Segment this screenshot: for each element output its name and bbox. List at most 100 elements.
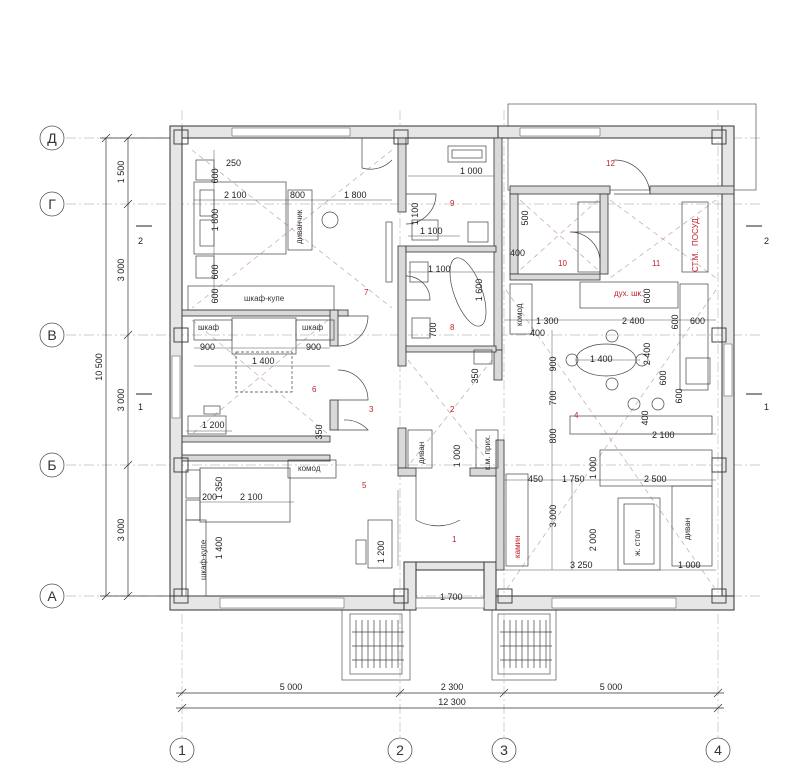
- axis-bubbles: Д Г В Б А 1 2 3 4: [39, 125, 731, 763]
- axis-label-col-1: 1: [178, 742, 186, 758]
- room-number-10: 10: [558, 259, 567, 268]
- dim-200: 200: [202, 492, 217, 502]
- dim-1000-a: 1 000: [460, 166, 483, 176]
- hall-furniture: [407, 429, 529, 567]
- dim-left-3000-b: 3 000: [116, 389, 126, 412]
- dim-700-b: 700: [548, 390, 558, 405]
- furniture-labels: шкаф-купе шкаф шкаф диванчик комод шкаф-…: [198, 209, 700, 580]
- structural-columns: [173, 129, 727, 604]
- dim-1000-b: 1 000: [452, 445, 462, 468]
- dim-left-1500: 1 500: [116, 161, 126, 184]
- dim-bottom-total: 12 300: [438, 697, 466, 707]
- bottom-dimension-chain: [176, 688, 724, 713]
- axis-label-row-d: Д: [47, 130, 57, 146]
- dim-left-3000-a: 3 000: [116, 259, 126, 282]
- dim-left-3000-c: 3 000: [116, 519, 126, 542]
- section-1-left: 1: [138, 402, 143, 412]
- dim-1600: 1 600: [474, 279, 484, 302]
- dim-350-b: 350: [470, 368, 480, 383]
- axis-label-row-a: А: [47, 588, 57, 604]
- dim-500: 500: [520, 210, 530, 225]
- label-zh-stol: ж. стол: [633, 529, 642, 556]
- room-numbers: 1 2 3 4 5 6 7 8 9 10 11 12: [312, 159, 661, 544]
- dim-900-c: 900: [548, 356, 558, 371]
- room-number-11: 11: [652, 259, 661, 268]
- dim-2100-a: 2 100: [224, 190, 247, 200]
- dim-400-c: 400: [640, 410, 650, 425]
- dim-2400-b: 2 400: [642, 343, 652, 366]
- room-number-12: 12: [606, 159, 615, 168]
- section-2-right: 2: [764, 236, 769, 246]
- label-kamin: камин: [513, 535, 522, 558]
- section-1-right: 1: [764, 402, 769, 412]
- label-shkaf-left: шкаф: [198, 323, 220, 332]
- dim-250: 250: [226, 158, 241, 168]
- dim-900-b: 900: [306, 342, 321, 352]
- terrace-outline: [507, 103, 757, 191]
- dim-1350: 1 350: [214, 477, 224, 500]
- dim-600-d: 600: [690, 316, 705, 326]
- label-komod-kitchen: комод: [515, 303, 524, 326]
- label-st-m: СТ.М.: [691, 251, 700, 272]
- bathroom-fixtures: [385, 145, 493, 365]
- room-number-5: 5: [362, 481, 367, 490]
- axis-label-col-3: 3: [500, 742, 508, 758]
- dim-2100-c: 2 100: [652, 430, 675, 440]
- dim-600-b: 600: [210, 264, 220, 279]
- room-number-8: 8: [450, 323, 455, 332]
- dim-left-total: 10 500: [94, 353, 104, 381]
- dim-bottom-5000-a: 5 000: [280, 682, 303, 692]
- dim-600-c: 600: [210, 288, 220, 303]
- dim-bottom-2300: 2 300: [441, 682, 464, 692]
- axis-label-col-2: 2: [396, 742, 404, 758]
- axis-label-row-v: В: [47, 327, 56, 343]
- inner-dimension-labels: 250 600 2 100 800 1 800 1 800 600 600 90…: [200, 158, 705, 602]
- label-divanchik: диванчик: [295, 209, 304, 244]
- room-number-2: 2: [450, 405, 455, 414]
- dim-3000: 3 000: [548, 505, 558, 528]
- dim-bottom-5000-b: 5 000: [600, 682, 623, 692]
- dim-400-b: 400: [530, 328, 545, 338]
- room-number-7: 7: [364, 288, 369, 297]
- dim-1700: 1 700: [440, 592, 463, 602]
- dim-1200-b: 1 200: [376, 541, 386, 564]
- dim-2000: 2 000: [588, 529, 598, 552]
- bedroom-furniture: [187, 159, 339, 311]
- label-komod-mid: комод: [298, 464, 321, 473]
- dim-1100-b: 1 100: [420, 226, 443, 236]
- section-2-left: 2: [138, 236, 143, 246]
- label-km-prikh: к.м. прих.: [483, 435, 492, 470]
- dim-1400-a: 1 400: [252, 356, 275, 366]
- dim-600-f: 600: [670, 314, 680, 329]
- dim-700-a: 700: [428, 322, 438, 337]
- dim-400-a: 400: [510, 248, 525, 258]
- dim-600-h: 600: [674, 388, 684, 403]
- dim-350-a: 350: [314, 424, 324, 439]
- room5-furniture: [185, 459, 393, 597]
- dim-2400-a: 2 400: [622, 316, 645, 326]
- axis-label-col-4: 4: [714, 742, 722, 758]
- inner-dimension-lines: [186, 150, 716, 599]
- dim-1400-c: 1 400: [590, 354, 613, 364]
- dim-1200-a: 1 200: [202, 420, 225, 430]
- dim-1000-c: 1 000: [588, 457, 598, 480]
- dim-2100-b: 2 100: [240, 492, 263, 502]
- dim-450: 450: [528, 474, 543, 484]
- dim-1300: 1 300: [536, 316, 559, 326]
- kitchen-living-furniture: [509, 201, 713, 571]
- dim-1000-d: 1 000: [678, 560, 701, 570]
- door-swings: [337, 138, 651, 527]
- dim-2500: 2 500: [644, 474, 667, 484]
- left-dimension-chain: [100, 133, 170, 601]
- dim-1800-b: 1 800: [210, 209, 220, 232]
- axis-label-row-g: Г: [48, 196, 56, 212]
- room-diagonals: [191, 149, 717, 591]
- axis-label-row-b: Б: [47, 457, 56, 473]
- dim-800: 800: [290, 190, 305, 200]
- dim-1400-b: 1 400: [214, 537, 224, 560]
- room-number-1: 1: [452, 535, 457, 544]
- dim-3250: 3 250: [570, 560, 593, 570]
- dim-600-e: 600: [642, 288, 652, 303]
- label-shkaf-kupe-bottom: шкаф-купе: [199, 539, 208, 580]
- room-number-3: 3: [369, 405, 374, 414]
